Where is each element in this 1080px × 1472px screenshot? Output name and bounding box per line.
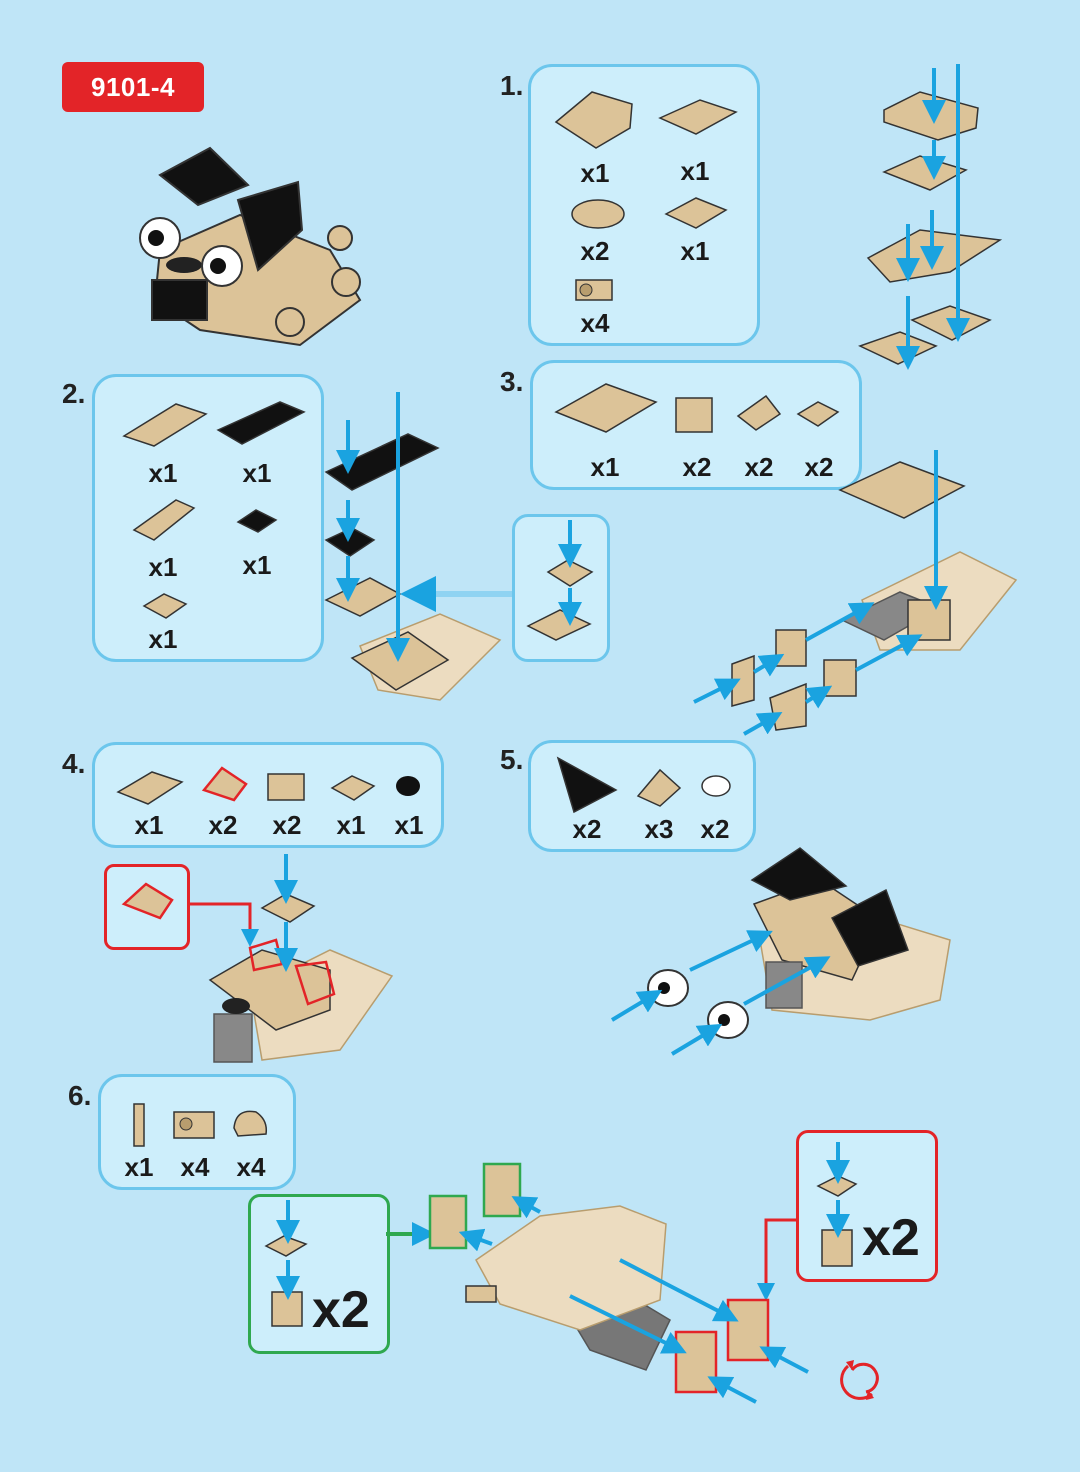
set-number-badge: 9101-4: [62, 62, 204, 112]
part-qty: x2: [580, 236, 610, 266]
step-2-assembly: [324, 392, 512, 701]
step-5-number: 5.: [500, 744, 524, 775]
part-qty: x2: [700, 814, 730, 844]
step-6-callout-red: [796, 1130, 938, 1282]
part-qty: x2: [208, 810, 238, 840]
part-qty: x4: [180, 1152, 210, 1182]
step-4-parts: [116, 766, 420, 805]
part-qty: x1: [680, 236, 710, 266]
step-6-assembly: [428, 1162, 809, 1404]
part-qty: x1: [242, 550, 272, 580]
part-qty: x1: [394, 810, 424, 840]
part-qty: x1: [148, 552, 178, 582]
part-qty: x1: [242, 458, 272, 488]
part-qty: x1: [680, 156, 710, 186]
finished-model-image: [139, 146, 362, 347]
callout-multiplier-green: x2: [312, 1281, 370, 1339]
step-5-assembly: [610, 847, 951, 1056]
step-4-number: 4.: [62, 748, 86, 779]
part-qty: x2: [272, 810, 302, 840]
part-qty: x1: [336, 810, 366, 840]
step-6-parts: [133, 1103, 268, 1147]
part-qty: x1: [134, 810, 164, 840]
callout-multiplier-red: x2: [862, 1209, 920, 1267]
step-1-number: 1.: [500, 70, 524, 101]
part-qty: x1: [148, 624, 178, 654]
part-qty: x2: [572, 814, 602, 844]
step-2-number: 2.: [62, 378, 86, 409]
part-qty: x3: [644, 814, 674, 844]
step-3-number: 3.: [500, 366, 524, 397]
step-5-parts: [556, 756, 731, 814]
part-qty: x2: [804, 452, 834, 482]
step-6-callout-green: [248, 1194, 390, 1354]
step-3-parts: [554, 383, 840, 433]
step-4-assembly: [121, 854, 394, 1063]
part-qty: x2: [744, 452, 774, 482]
step-3-assembly: [693, 450, 1018, 736]
step-2-subassembly: [526, 520, 594, 641]
part-qty: x1: [148, 458, 178, 488]
part-qty: x1: [580, 158, 610, 188]
step-6-red-callout-content: [757, 1142, 858, 1301]
step-6-green-callout-content: [264, 1200, 436, 1327]
part-qty: x4: [580, 308, 610, 338]
part-qty: x1: [590, 452, 620, 482]
step-6-number: 6.: [68, 1080, 92, 1111]
part-qty: x4: [236, 1152, 266, 1182]
step-1-parts: [554, 91, 738, 301]
step-2-parts: [122, 401, 306, 619]
part-qty: x2: [682, 452, 712, 482]
part-qty: x1: [124, 1152, 154, 1182]
step-1-assembly: [858, 64, 1003, 370]
rotate-icon: [840, 1360, 879, 1400]
